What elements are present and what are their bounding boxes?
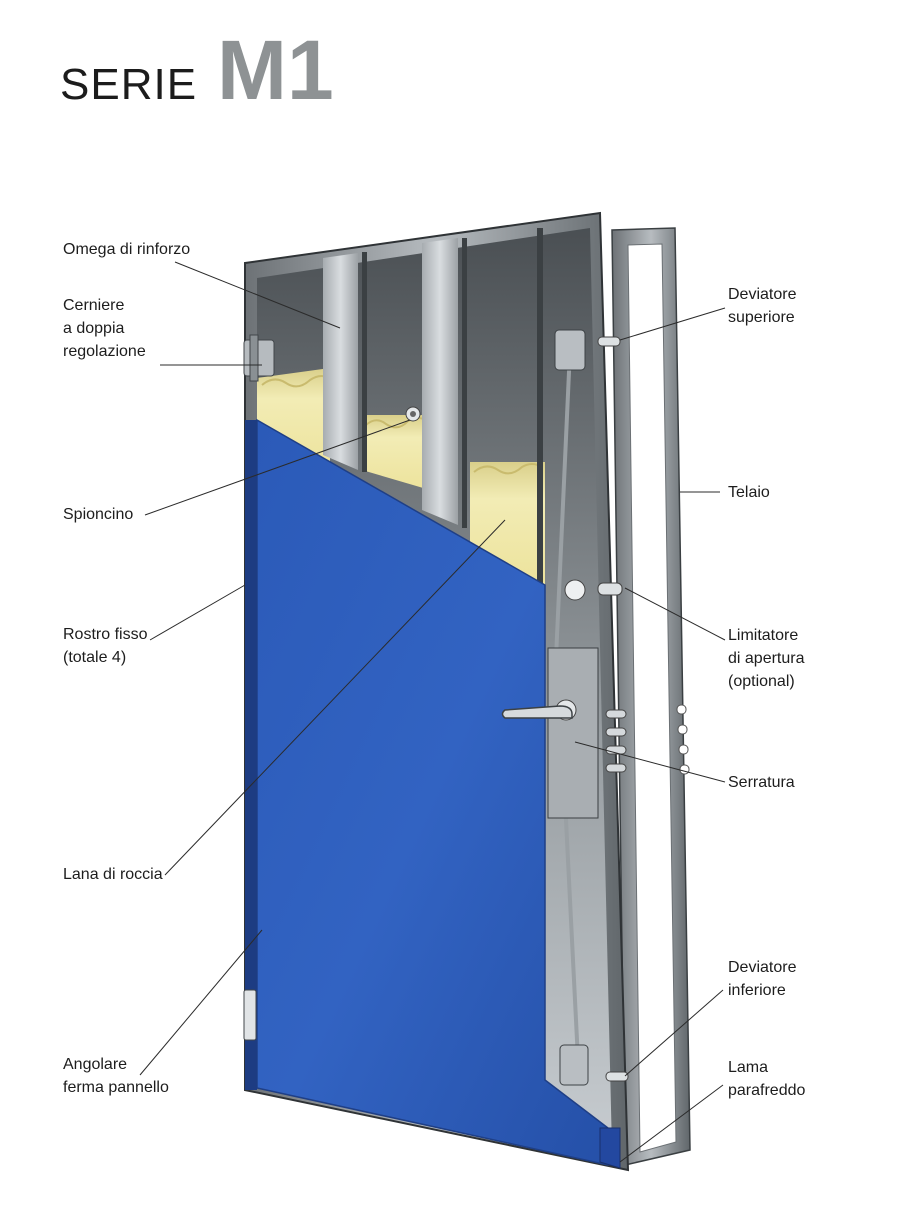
label-deviatore-inferiore: Deviatore inferiore	[728, 959, 797, 999]
title-model: M1	[217, 23, 334, 117]
leader-deviatore-inf	[624, 989, 724, 1077]
title-prefix: SERIE	[60, 60, 198, 109]
lama-parafreddo	[599, 1127, 621, 1169]
spioncino-peephole	[405, 406, 421, 422]
locking-rods	[553, 329, 589, 1086]
label-spioncino: Spioncino	[63, 506, 134, 523]
label-angolare: Angolare ferma pannello	[63, 1056, 169, 1096]
leader-serratura	[574, 741, 726, 783]
leader-angolare	[139, 929, 263, 1076]
deviator-bolts	[564, 336, 629, 1082]
leader-lana	[164, 519, 506, 876]
leader-omega	[174, 261, 341, 329]
leader-spioncino	[144, 419, 411, 516]
label-lama-parafreddo: Lama parafreddo	[728, 1059, 806, 1099]
label-serratura: Serratura	[728, 774, 795, 791]
hinges	[243, 334, 275, 1041]
leader-lines	[139, 261, 726, 1163]
label-cerniere: Cerniere a doppia regolazione	[63, 297, 146, 360]
label-limitatore: Limitatore di apertura (optional)	[728, 627, 805, 690]
leader-rostro	[149, 584, 246, 641]
leader-lama	[619, 1084, 724, 1163]
page-title: SERIE M1	[60, 28, 334, 112]
label-omega-di-rinforzo: Omega di rinforzo	[63, 241, 191, 258]
leader-limitatore	[624, 587, 726, 641]
label-lana-di-roccia: Lana di roccia	[63, 866, 163, 883]
label-telaio: Telaio	[728, 484, 770, 501]
telaio-frame	[611, 227, 691, 1166]
leader-deviatore-sup	[619, 307, 726, 341]
label-rostro-fisso: Rostro fisso (totale 4)	[63, 626, 148, 666]
label-deviatore-superiore: Deviatore superiore	[728, 286, 797, 326]
serratura-lock	[547, 647, 627, 819]
door-handle	[501, 705, 573, 719]
lana-di-roccia	[257, 368, 545, 585]
panel-edge	[245, 420, 257, 1090]
omega-stiffeners	[323, 228, 543, 588]
